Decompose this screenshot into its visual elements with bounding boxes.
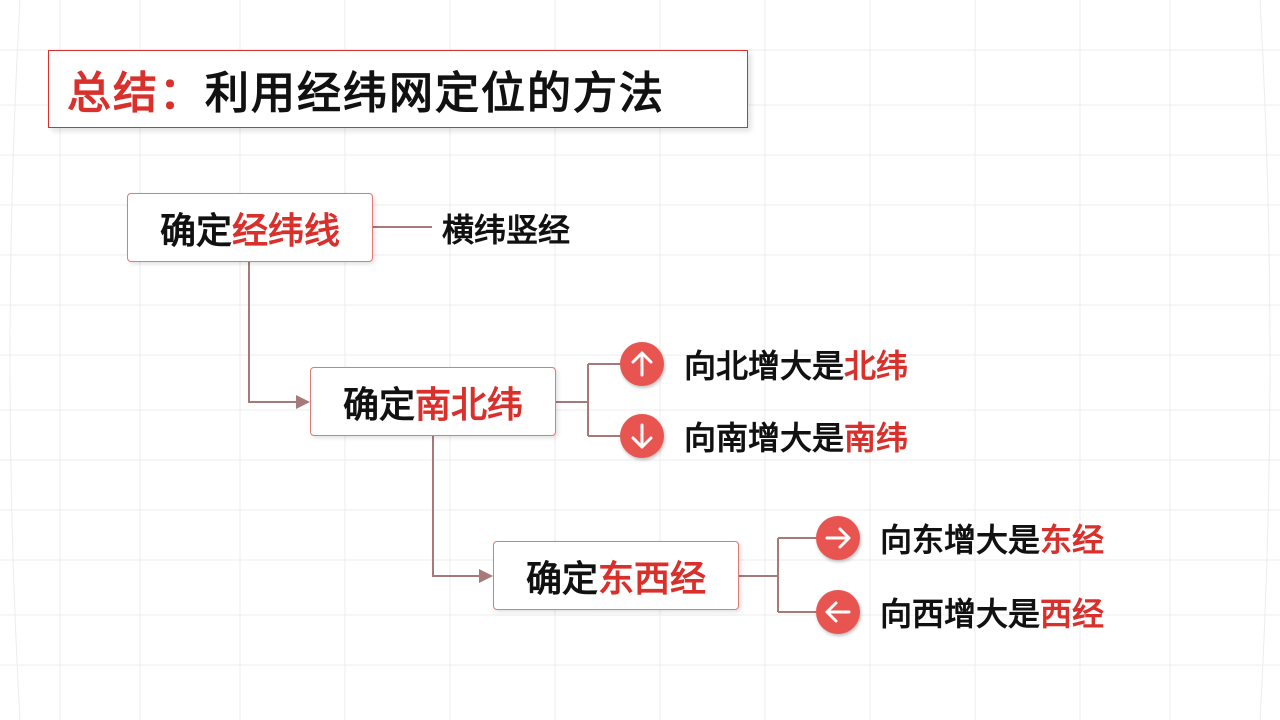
leaf-west-highlight: 西经 [1040,595,1105,633]
leaf-east-text: 向东增大是 [880,521,1041,559]
node-ew-highlight: 东西经 [598,558,707,600]
leaf-west: 向西增大是西经 [880,590,1104,634]
arrow-down-icon [620,414,664,458]
title-prefix: 总结： [67,68,205,119]
node-ns-highlight: 南北纬 [415,384,524,426]
arrowhead-ns [296,395,310,409]
note-lines-text: 横纬竖经 [442,211,571,249]
node-ew-prefix: 确定 [525,558,598,600]
arrow-right-icon [816,516,860,560]
leaf-north: 向北增大是北纬 [684,342,908,386]
leaf-east-highlight: 东经 [1040,521,1105,559]
title-text: 利用经纬网定位的方法 [205,68,665,119]
node-ew: 确定东西经 [493,541,739,610]
leaf-west-text: 向西增大是 [880,595,1041,633]
connector-ew-branches [739,537,816,613]
note-lines: 横纬竖经 [442,207,570,249]
leaf-north-highlight: 北纬 [844,347,909,385]
leaf-south: 向南增大是南纬 [684,414,908,458]
connector-ns-to-ew [432,436,483,577]
page-title: 总结： 利用经纬网定位的方法 [48,50,748,128]
arrow-up-icon [620,342,664,386]
node-lines: 确定经纬线 [127,193,373,262]
arrowhead-ew [479,569,493,583]
node-lines-highlight: 经纬线 [232,210,341,252]
connector-lines-to-ns [248,262,300,403]
leaf-east: 向东增大是东经 [880,516,1104,560]
arrow-left-icon [816,590,860,634]
node-lines-prefix: 确定 [159,210,232,252]
connector-ns-branches [556,363,620,437]
leaf-north-text: 向北增大是 [684,347,845,385]
leaf-south-text: 向南增大是 [684,419,845,457]
node-ns-prefix: 确定 [342,384,415,426]
leaf-south-highlight: 南纬 [844,419,909,457]
node-ns: 确定南北纬 [310,367,556,436]
